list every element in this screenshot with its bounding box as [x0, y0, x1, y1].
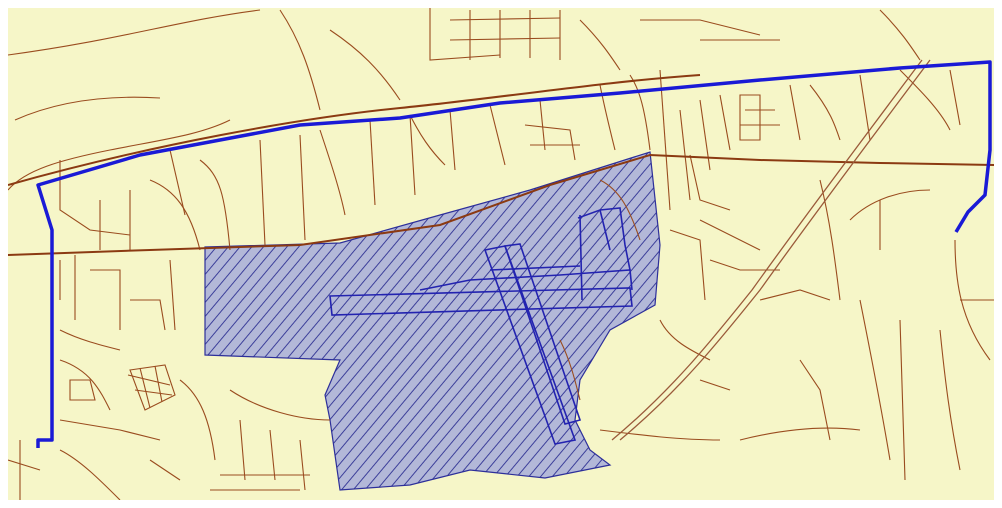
runway-crosswind — [483, 245, 577, 445]
street — [659, 69, 671, 211]
street — [149, 179, 201, 251]
street — [899, 69, 951, 131]
street — [809, 84, 841, 141]
airport-area[interactable] — [204, 151, 661, 491]
street — [789, 84, 801, 141]
street — [539, 99, 546, 151]
street — [8, 119, 231, 191]
street — [239, 419, 246, 481]
street — [269, 429, 276, 481]
street — [59, 419, 161, 441]
street — [939, 329, 961, 471]
street — [739, 427, 861, 441]
street — [14, 96, 161, 121]
street — [559, 339, 581, 401]
street — [859, 74, 871, 141]
street — [669, 229, 706, 301]
street — [949, 69, 961, 126]
street — [69, 379, 96, 401]
railway-track — [619, 59, 931, 441]
railway-track — [611, 59, 923, 441]
street — [599, 429, 721, 441]
street — [849, 189, 931, 221]
street — [169, 259, 176, 331]
street — [139, 367, 151, 409]
street — [879, 9, 921, 61]
street — [449, 37, 561, 41]
street — [699, 379, 731, 391]
street — [8, 9, 261, 56]
street — [689, 154, 731, 211]
street — [329, 29, 401, 101]
street — [699, 219, 761, 251]
street — [899, 319, 906, 481]
street — [579, 19, 621, 71]
taxiway — [579, 214, 583, 301]
street — [59, 359, 111, 411]
street — [279, 9, 321, 111]
street — [59, 449, 121, 500]
street — [59, 329, 121, 351]
street — [319, 129, 346, 216]
arterial-east-west — [8, 153, 994, 256]
street — [759, 289, 831, 301]
taxiway — [489, 265, 581, 271]
street — [299, 439, 306, 491]
street — [299, 134, 306, 241]
street — [599, 179, 641, 241]
street — [129, 364, 176, 411]
street — [449, 17, 561, 21]
street — [409, 114, 446, 166]
street — [59, 160, 131, 236]
street — [229, 389, 331, 421]
arterial-north — [8, 74, 701, 186]
street — [130, 299, 166, 331]
street — [134, 389, 173, 396]
street — [489, 104, 506, 166]
route-line[interactable] — [36, 60, 992, 448]
taxiway — [577, 208, 611, 251]
runway-crosswind-2 — [503, 243, 582, 425]
street — [149, 459, 181, 481]
street — [799, 359, 831, 441]
street — [179, 379, 216, 461]
street — [629, 74, 651, 151]
street — [369, 119, 376, 206]
taxiway — [599, 207, 631, 271]
street — [679, 109, 691, 201]
street — [259, 139, 266, 246]
street — [90, 269, 121, 330]
street — [409, 114, 416, 196]
street — [449, 109, 456, 171]
street-network — [8, 8, 994, 500]
runway-main — [329, 287, 633, 316]
street — [859, 299, 891, 461]
street — [169, 149, 186, 216]
taxiway — [419, 269, 633, 291]
street — [599, 84, 616, 151]
street — [524, 124, 576, 161]
street — [719, 94, 731, 151]
map-canvas[interactable] — [8, 8, 994, 500]
street — [127, 374, 171, 386]
railway — [611, 59, 931, 441]
street — [8, 459, 41, 471]
street — [640, 19, 761, 36]
street — [429, 8, 501, 61]
runways[interactable] — [329, 207, 633, 445]
arterial-roads — [8, 74, 994, 256]
street — [199, 159, 231, 251]
street — [154, 365, 163, 403]
